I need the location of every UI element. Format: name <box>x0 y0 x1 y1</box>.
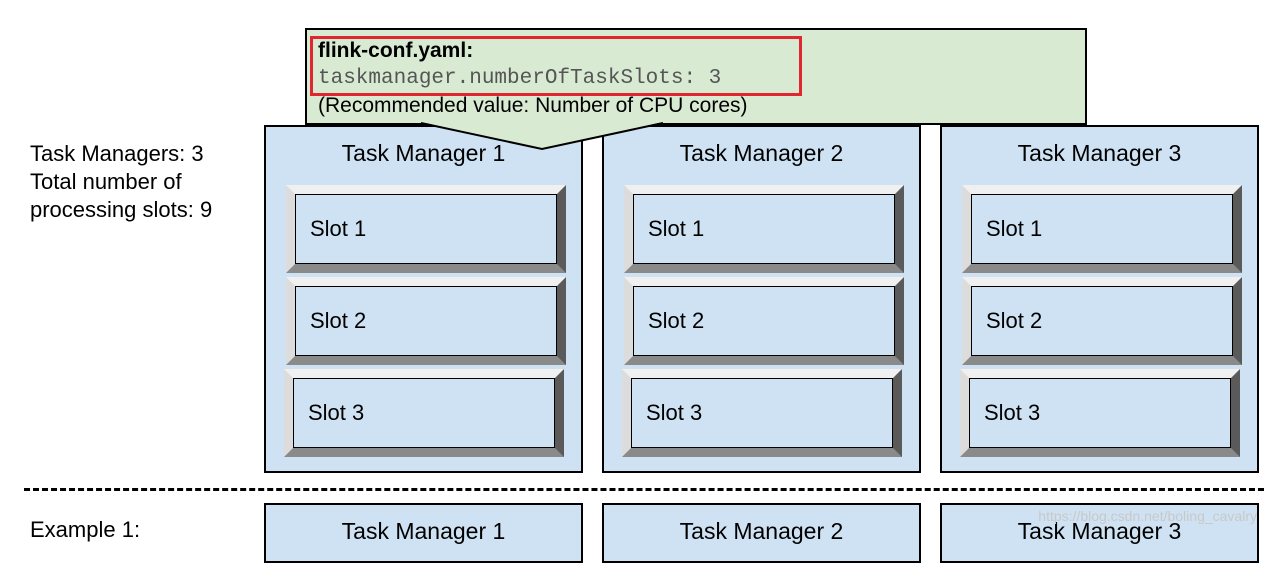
section-divider <box>24 488 1264 491</box>
example-task-manager-1: Task Manager 1 <box>264 503 583 563</box>
example-task-manager-2: Task Manager 2 <box>602 503 921 563</box>
callout-pointer <box>420 122 664 151</box>
watermark: https://blog.csdn.net/boling_cavalry <box>1038 508 1257 524</box>
task-manager-title: Task Manager 1 <box>341 140 506 166</box>
slot-box: Slot 3 <box>622 369 902 457</box>
task-manager-1: Task Manager 1 Slot 1 Slot 2 Slot 3 <box>264 125 583 473</box>
slot-box: Slot 3 <box>284 369 564 457</box>
slot-label: Slot 1 <box>310 216 367 241</box>
slot-label: Slot 3 <box>984 400 1041 425</box>
slot-label: Slot 3 <box>646 400 703 425</box>
slot-label: Slot 1 <box>986 216 1043 241</box>
config-callout <box>305 28 1087 125</box>
slot-box: Slot 1 <box>624 185 904 273</box>
slot-label: Slot 2 <box>310 308 367 333</box>
slot-label: Slot 2 <box>648 308 705 333</box>
slot-box: Slot 2 <box>962 277 1242 365</box>
slot-label: Slot 3 <box>308 400 365 425</box>
task-manager-title: Task Manager 2 <box>679 140 844 166</box>
slot-label: Slot 2 <box>986 308 1043 333</box>
task-managers-count: Task Managers: 3 <box>30 141 204 166</box>
total-slots-label: Total number of <box>30 169 182 194</box>
task-manager-2: Task Manager 2 Slot 1 Slot 2 Slot 3 <box>602 125 921 473</box>
task-manager-title: Task Manager 1 <box>341 518 506 544</box>
task-manager-3: Task Manager 3 Slot 1 Slot 2 Slot 3 <box>940 125 1259 473</box>
task-manager-title: Task Manager 3 <box>1017 140 1182 166</box>
config-note: (Recommended value: Number of CPU cores) <box>318 94 748 117</box>
total-slots-value: processing slots: 9 <box>30 197 213 222</box>
task-manager-title: Task Manager 2 <box>679 518 844 544</box>
slot-label: Slot 1 <box>648 216 705 241</box>
slot-box: Slot 2 <box>624 277 904 365</box>
config-setting: taskmanager.numberOfTaskSlots: 3 <box>318 67 722 90</box>
slot-box: Slot 3 <box>960 369 1240 457</box>
slot-box: Slot 1 <box>286 185 566 273</box>
slot-box: Slot 1 <box>962 185 1242 273</box>
config-filename: flink-conf.yaml: <box>318 39 474 62</box>
slot-box: Slot 2 <box>286 277 566 365</box>
config-highlight-box <box>310 36 802 96</box>
example-label: Example 1: <box>30 517 141 542</box>
